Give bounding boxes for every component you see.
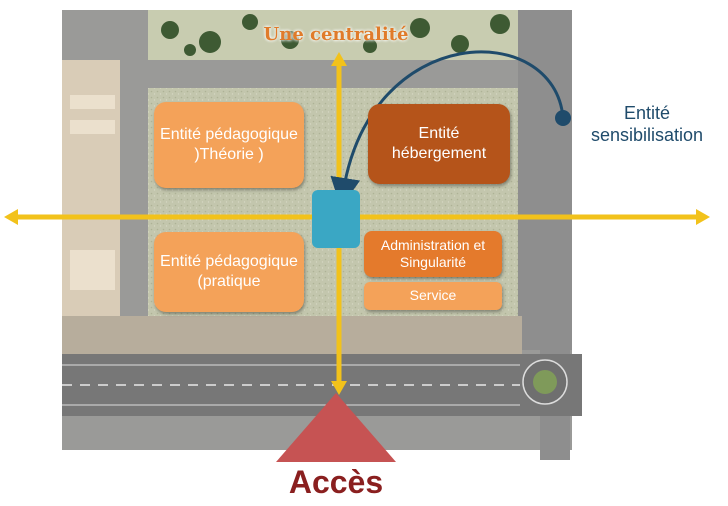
right-road <box>518 10 572 350</box>
external-entity-label: Entité sensibilisation <box>590 103 704 145</box>
left-building-2 <box>70 120 115 134</box>
left-building-3 <box>70 250 115 290</box>
sensibilisation-arrow <box>330 50 565 208</box>
entity-theory-label: Entité pédagogique )Théorie ) <box>160 126 298 163</box>
access-label: Accès <box>288 464 384 501</box>
horizontal-axis-head-left <box>4 209 18 225</box>
left-building-1 <box>70 95 115 109</box>
entity-theory-box <box>154 102 304 188</box>
centrality-title: Une centralité <box>263 24 409 46</box>
horizontal-axis-head-right <box>696 209 710 225</box>
entity-practice-label: Entité pédagogique (pratique <box>160 253 298 290</box>
service-label: Service <box>409 287 457 304</box>
service-box <box>364 282 502 310</box>
roundabout-island <box>533 370 557 394</box>
entity-lodging-box <box>368 104 510 184</box>
vertical-axis-head-top <box>331 52 347 66</box>
access-triangle <box>276 393 396 462</box>
vertical-axis-head-bottom <box>331 381 347 395</box>
trees <box>161 14 510 56</box>
entity-admin-box <box>364 231 502 277</box>
entity-lodging-label: Entité hébergement <box>391 125 487 162</box>
center-square <box>312 190 360 248</box>
bottom-sidewalk <box>62 316 522 354</box>
entity-admin-label: Administration et Singularité <box>380 236 486 270</box>
sensibilisation-dot <box>555 110 571 126</box>
entity-practice-box <box>154 232 304 312</box>
